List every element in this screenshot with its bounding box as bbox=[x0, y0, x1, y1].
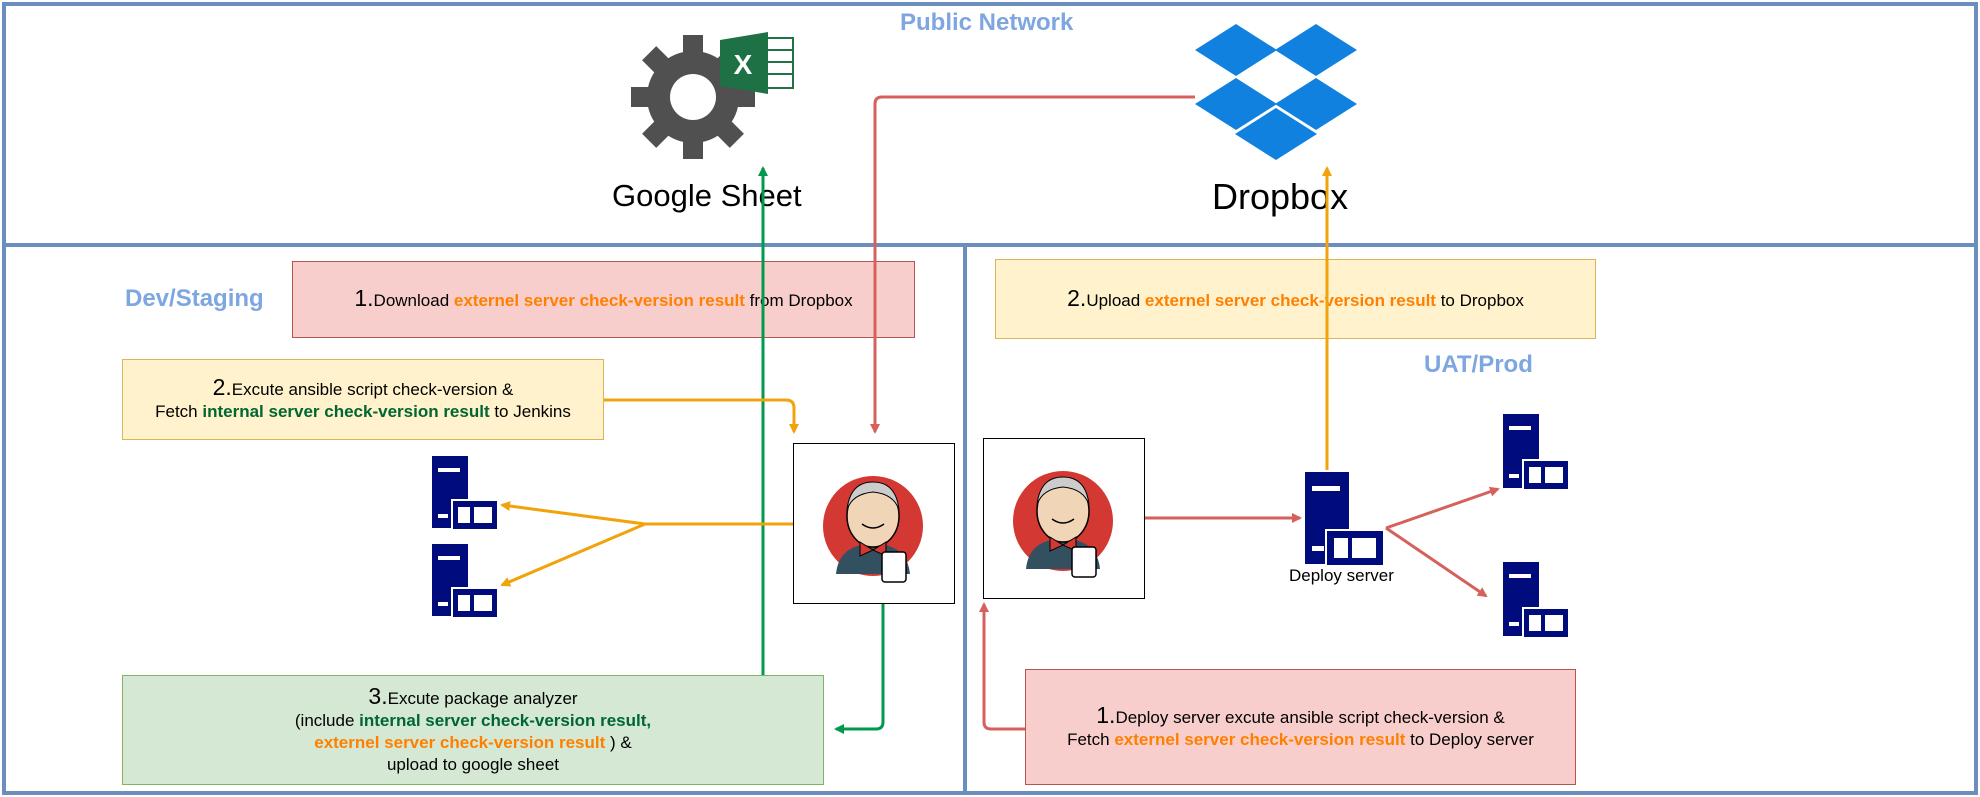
jenkins-icon bbox=[823, 476, 923, 583]
jenkins-icon bbox=[1013, 471, 1113, 578]
deploy-server-label: Deploy server bbox=[1289, 566, 1394, 585]
jenkins-dev-box bbox=[793, 443, 955, 604]
uat-step1-line1: Deploy server excute ansible script chec… bbox=[1115, 707, 1505, 727]
uat-step2-pre: Upload bbox=[1086, 290, 1145, 310]
public-network-label: Public Network bbox=[900, 9, 1074, 36]
uat-step1-pre: Fetch bbox=[1067, 729, 1115, 749]
dev-step3-highlight-internal: internal server check-version result, bbox=[359, 710, 652, 730]
dev-step1-box: 1.Download externel server check-version… bbox=[292, 261, 915, 338]
dropbox-label: Dropbox bbox=[1212, 176, 1349, 217]
dev-step3-line1: Excute package analyzer bbox=[387, 688, 578, 708]
jenkins-uat-box bbox=[983, 438, 1145, 599]
uat-step1-post: to Deploy server bbox=[1405, 729, 1534, 749]
dev-step1-number: 1. bbox=[354, 285, 374, 311]
uat-step2-box: 2.Upload externel server check-version r… bbox=[995, 259, 1596, 339]
uat-step1-number: 1. bbox=[1096, 701, 1116, 728]
dev-step3-pre: (include bbox=[294, 710, 360, 730]
uat-step1-text: 1.Deploy server excute ansible script ch… bbox=[1067, 701, 1534, 751]
dev-step1-text: 1.Download externel server check-version… bbox=[354, 287, 852, 312]
dev-step1-post: from Dropbox bbox=[744, 291, 853, 310]
google-sheet-label: Google Sheet bbox=[612, 178, 802, 213]
dev-step3-box: 3.Excute package analyzer (include inter… bbox=[122, 675, 824, 785]
uat-step2-text: 2.Upload externel server check-version r… bbox=[1067, 284, 1524, 312]
dev-step2-pre: Fetch bbox=[155, 402, 203, 421]
dev-step1-pre: Download bbox=[373, 291, 454, 310]
uat-step2-post: to Dropbox bbox=[1435, 290, 1524, 310]
dev-step3-line4: upload to google sheet bbox=[386, 754, 560, 774]
dev-staging-label: Dev/Staging bbox=[125, 285, 264, 312]
uat-step1-highlight: externel server check-version result bbox=[1114, 729, 1406, 749]
uat-prod-label: UAT/Prod bbox=[1424, 351, 1533, 378]
dev-step3-text: 3.Excute package analyzer (include inter… bbox=[294, 682, 652, 776]
dev-step2-text: 2.Excute ansible script check-version & … bbox=[155, 376, 571, 423]
uat-prod-zone bbox=[963, 243, 1978, 795]
dev-step2-box: 2.Excute ansible script check-version & … bbox=[122, 359, 604, 440]
public-network-zone bbox=[2, 2, 1978, 247]
uat-step2-number: 2. bbox=[1067, 284, 1087, 311]
dev-step2-highlight: internal server check-version result bbox=[202, 402, 490, 421]
dev-step3-number: 3. bbox=[368, 682, 388, 709]
uat-step1-box: 1.Deploy server excute ansible script ch… bbox=[1025, 669, 1576, 785]
dev-step2-post: to Jenkins bbox=[489, 402, 571, 421]
dev-step1-highlight: externel server check-version result bbox=[453, 291, 745, 310]
dev-step2-number: 2. bbox=[212, 374, 232, 400]
uat-step2-highlight: externel server check-version result bbox=[1144, 290, 1436, 310]
dev-step2-line1: Excute ansible script check-version & bbox=[231, 380, 514, 399]
dev-step3-post: ) & bbox=[605, 732, 632, 752]
dev-step3-highlight-external: externel server check-version result bbox=[314, 732, 606, 752]
